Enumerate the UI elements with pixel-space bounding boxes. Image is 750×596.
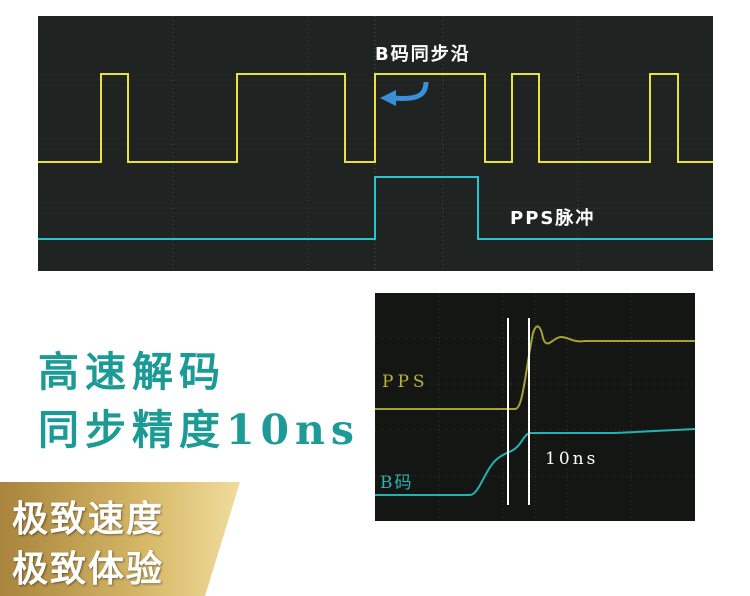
- banner-extreme-experience: 极致体验: [12, 549, 165, 590]
- b-code-trace-zoomed: [375, 428, 695, 496]
- headline-sync-accuracy: 同步精度10ns: [38, 406, 360, 454]
- bottom-grid: [375, 293, 695, 521]
- pps-trace: [38, 176, 713, 240]
- top-oscilloscope-screen: [38, 16, 713, 271]
- headline-high-speed-decoding: 高速解码: [38, 348, 226, 396]
- b-code-trace-label: B码: [380, 473, 414, 493]
- b-code-trace: [38, 73, 713, 163]
- b-code-sync-edge-label: B码同步沿: [375, 44, 471, 65]
- pps-pulse-label: PPS脉冲: [510, 208, 596, 229]
- banner-extreme-speed: 极致速度: [12, 499, 165, 540]
- gold-banner-background: [0, 482, 240, 596]
- top-oscilloscope-traces: [38, 16, 713, 271]
- curved-arrow-icon: [380, 81, 429, 106]
- pps-trace-zoomed: [375, 325, 695, 410]
- bottom-oscilloscope-screen: [375, 293, 695, 521]
- time-delta-label: 10ns: [545, 449, 599, 469]
- bottom-oscilloscope-traces: [375, 293, 695, 521]
- pps-trace-label: PPS: [382, 372, 429, 392]
